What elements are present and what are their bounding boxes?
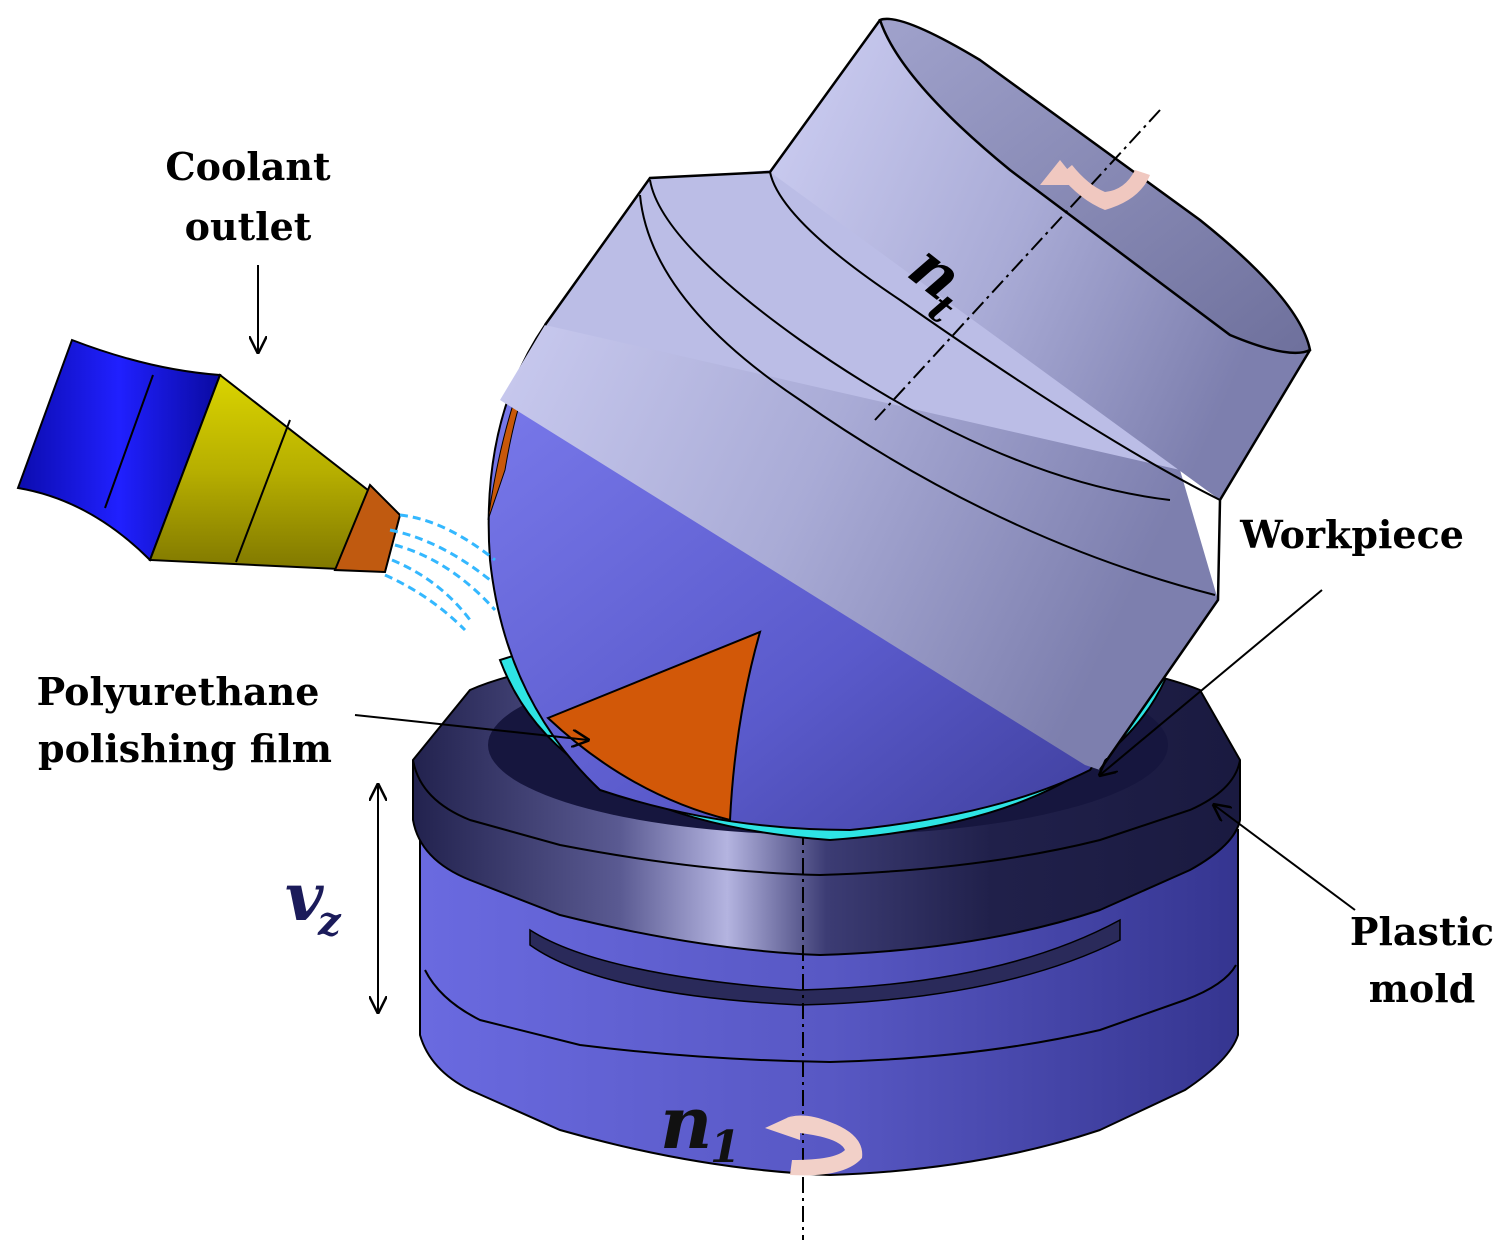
tool-ring-line-2: [649, 179, 1171, 501]
coolant-spray: [384, 513, 497, 632]
feed-speed-v: v: [285, 858, 324, 936]
polyurethane-label-line2: polishing film: [38, 726, 332, 771]
tool-outline: [543, 19, 1312, 771]
polishing-tool: [487, 17, 1312, 832]
workpiece-leader: [1100, 589, 1323, 775]
polishing-film-leader: [354, 714, 588, 740]
rotation-arrow-head-icon: [1040, 160, 1080, 185]
tool-upper-body: [770, 20, 1310, 500]
mold-rotation-arrow-icon: [765, 1112, 863, 1176]
mold-speed-sub: 1: [710, 1122, 741, 1173]
rotation-arrow-icon: [1060, 165, 1150, 210]
plastic-mold-label-line2: mold: [1369, 966, 1476, 1011]
mold-ring-top-edge: [412, 759, 1241, 877]
mold-ring-inner-shadow: [529, 918, 1121, 1006]
tool-ring-line-1: [769, 171, 1221, 501]
feed-speed-sub: z: [317, 898, 342, 945]
coolant-nozzle: [16, 338, 497, 632]
tool-ring-line-3: [639, 194, 1216, 596]
coolant-label-line2: outlet: [185, 204, 312, 249]
plastic-mold-label-line1: Plastic: [1350, 909, 1494, 954]
nozzle-yellow-seam: [235, 419, 291, 563]
tool-axis: [874, 109, 1161, 421]
workpiece-label: Workpiece: [1239, 512, 1464, 557]
polishing-pad: [546, 630, 762, 822]
mold-speed-n-visible: n: [660, 1080, 712, 1165]
plastic-mold-leader: [1214, 805, 1356, 911]
polyurethane-label-line1: Polyurethane: [37, 669, 320, 714]
tool-shoulder: [545, 170, 1220, 500]
nozzle-orange-tip: [333, 483, 402, 574]
mold-base-groove: [424, 964, 1237, 1064]
nozzle-blue-seam: [104, 374, 154, 509]
coolant-label-line1: Coolant: [165, 144, 331, 189]
